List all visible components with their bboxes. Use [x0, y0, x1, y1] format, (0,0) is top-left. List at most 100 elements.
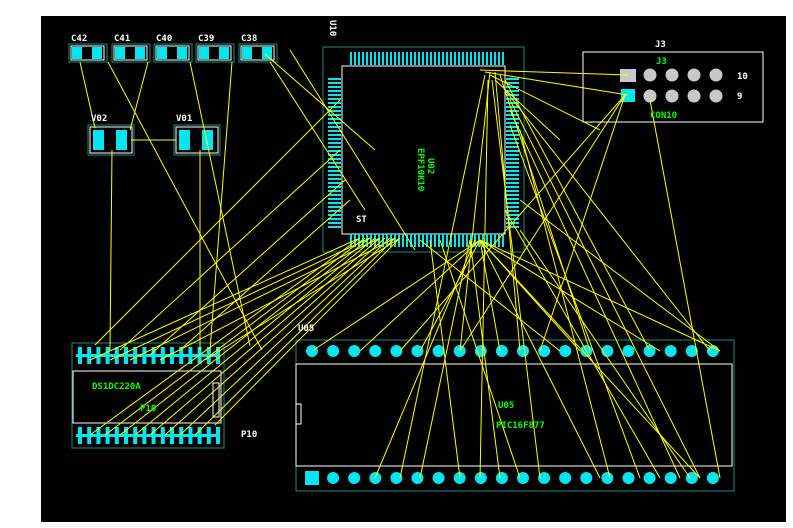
v01-component[interactable] [173, 124, 221, 156]
ratsnest-line [504, 79, 651, 352]
p10-pin-pad [133, 347, 138, 364]
u05-pin-pad [706, 472, 719, 484]
j3-connector[interactable] [582, 51, 764, 123]
ratsnest-line [264, 53, 376, 151]
u10-pin-pad [328, 130, 341, 132]
p10-ref-label: P10 [140, 404, 156, 414]
ratsnest-connections [79, 49, 721, 479]
u10-pin-pad [328, 198, 341, 200]
j3-pin-last-label: 9 [737, 92, 742, 102]
v02-designator: V02 [91, 114, 107, 124]
ratsnest-line [269, 61, 366, 211]
u10-pin-pad [328, 98, 341, 100]
u10-pin-pad [374, 52, 376, 65]
u10-pin-pad [498, 52, 500, 65]
u10-pin-pad [454, 234, 456, 247]
u10-pin-pad [450, 52, 452, 65]
u05-dip-chip[interactable] [295, 339, 735, 492]
u10-pin-pad [328, 158, 341, 160]
ratsnest-line [104, 237, 366, 436]
ratsnest-line [509, 124, 641, 479]
u10-pin-pad [506, 146, 519, 148]
u10-pin-pad [328, 150, 341, 152]
u10-pin-pad [458, 52, 460, 65]
ratsnest-line [504, 209, 661, 479]
c42-pad [72, 47, 82, 59]
c39-silkscreen [197, 45, 232, 61]
p10-pin-pad [78, 347, 82, 364]
c38-pad [262, 47, 272, 59]
u05-pin-pad [348, 345, 361, 357]
p10-pin-pad [96, 427, 101, 444]
v02-component[interactable] [87, 124, 135, 156]
u10-pin-pad [328, 214, 341, 216]
ratsnest-line [134, 237, 376, 436]
ratsnest-line [519, 229, 691, 479]
u10-pin-pad [328, 202, 341, 204]
u05-pin-pad [390, 345, 403, 357]
u05-silkscreen [295, 363, 733, 467]
j3-pad [665, 89, 679, 103]
u10-pin-pad [506, 206, 519, 208]
c40-pad [177, 47, 187, 59]
u10-ref-u02: U02 [425, 158, 435, 174]
u10-pin-pad [442, 234, 444, 247]
u05-pin-pad [538, 345, 551, 357]
u05-pin-pad [305, 471, 319, 485]
u05-pin-pad [622, 345, 635, 357]
u10-pin-pad [358, 52, 360, 65]
u05-pin-pad [474, 472, 487, 484]
ratsnest-line [519, 199, 721, 352]
u10-pin-pad [506, 170, 519, 172]
c38-silkscreen [240, 45, 275, 61]
u10-pin-pad [406, 234, 408, 247]
u10-qfp-chip[interactable] [322, 46, 525, 253]
u10-pin-pad [328, 178, 341, 180]
u10-pin-pad [506, 118, 519, 120]
u10-pin-pad [362, 52, 364, 65]
u10-pin-pad [414, 52, 416, 65]
u10-pin-pad [506, 198, 519, 200]
u05-pin-pad [685, 345, 698, 357]
u10-pin-pad [470, 234, 472, 247]
c39-capacitor[interactable] [195, 43, 235, 63]
j3-designator: J3 [655, 40, 666, 50]
c39-designator: C39 [198, 34, 214, 44]
ratsnest-line [119, 237, 371, 436]
c38-designator: C38 [241, 34, 257, 44]
c41-outline [111, 43, 151, 63]
u05-pin-pad [495, 472, 508, 484]
p10-pad-bar [76, 434, 220, 437]
u10-pin-pad [486, 234, 488, 247]
u05-pin-pad [517, 472, 529, 484]
u05-designator: U05 [298, 324, 314, 334]
c40-capacitor[interactable] [153, 43, 193, 63]
p10-pin-pad [206, 427, 211, 444]
u10-pin-pad [506, 82, 519, 84]
j3-pad [709, 68, 723, 82]
u10-designator: U10 [327, 20, 337, 36]
c41-capacitor[interactable] [111, 43, 151, 63]
u10-pin-pad [402, 234, 404, 247]
u05-pin-pad [495, 345, 508, 357]
u10-pin-pad [370, 52, 372, 65]
ratsnest-line [214, 237, 401, 426]
u10-pin-pad [506, 182, 519, 184]
u05-pin-pad [559, 345, 572, 357]
u10-pin-pad [502, 234, 504, 247]
p10-pin-pad [197, 427, 202, 444]
p10-pad-bar [76, 354, 220, 357]
u10-pin-pad [328, 206, 341, 208]
c38-capacitor[interactable] [238, 43, 278, 63]
p10-pin-pad [87, 347, 92, 364]
ratsnest-line [504, 89, 711, 352]
p10-soic-component[interactable] [71, 342, 225, 449]
u10-pin-pad [328, 182, 341, 184]
c40-silkscreen [155, 45, 190, 61]
c41-pad [135, 47, 145, 59]
c42-capacitor[interactable] [68, 43, 108, 63]
v01-designator: V01 [176, 114, 192, 124]
u10-pin-pad [422, 52, 424, 65]
ratsnest-line [419, 239, 561, 352]
